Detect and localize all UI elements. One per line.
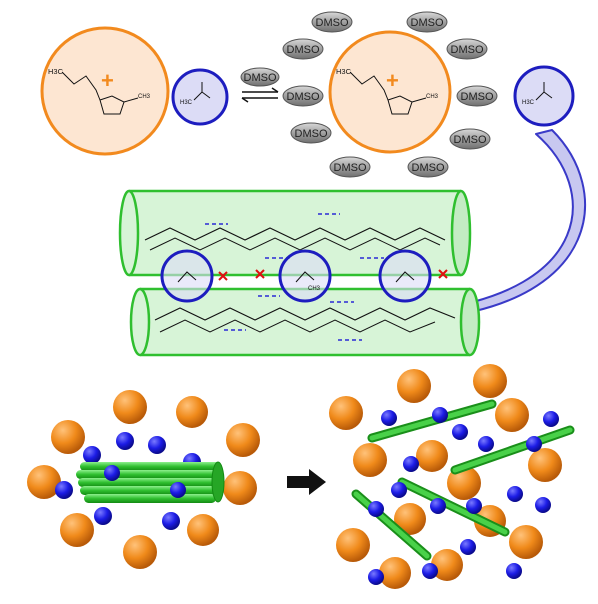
inserted-anion [160, 249, 214, 303]
cation-left-ch3-label: CH3 [138, 94, 151, 100]
inserted-anion-ch3-label: CH3 [308, 286, 321, 292]
cellulose-fiber-bundle [76, 461, 225, 503]
svg-text:DMSO: DMSO [461, 91, 494, 103]
dmso-molecule: DMSO [406, 11, 448, 33]
dmso-molecule: DMSO [329, 156, 371, 178]
svg-text:DMSO: DMSO [334, 162, 367, 174]
blue-spheres-on-bundle [104, 465, 186, 498]
cation-right: H3C CH3 + [328, 30, 452, 154]
equilibrium-arrows-icon: DMSO [240, 67, 280, 103]
right-arrow-icon [287, 469, 326, 495]
dmso-molecule: DMSO [290, 122, 332, 144]
dmso-label-equilibrium: DMSO [244, 72, 277, 84]
svg-text:DMSO: DMSO [287, 44, 320, 56]
cation-left-plus: + [101, 68, 114, 93]
inserted-anion: CH3 [278, 249, 332, 303]
svg-text:DMSO: DMSO [451, 44, 484, 56]
red-x-icon [438, 269, 448, 279]
svg-text:DMSO: DMSO [295, 128, 328, 140]
orange-spheres-right [329, 364, 562, 589]
cation-right-ch3-label: CH3 [426, 94, 439, 100]
red-x-icon [218, 271, 228, 281]
cation-right-plus: + [386, 68, 399, 93]
dmso-molecule: DMSO [311, 11, 353, 33]
cation-right-h3c-label: H3C [336, 67, 352, 76]
dmso-molecule: DMSO [282, 38, 324, 60]
anion-left: H3C [171, 68, 229, 126]
dmso-molecule: DMSO [449, 128, 491, 150]
anion-right-h3c-label: H3C [522, 100, 535, 106]
anion-right: H3C [513, 65, 575, 127]
svg-text:DMSO: DMSO [454, 134, 487, 146]
anion-left-h3c-label: H3C [180, 100, 193, 106]
svg-text:DMSO: DMSO [287, 91, 320, 103]
svg-text:DMSO: DMSO [411, 17, 444, 29]
dmso-molecule: DMSO [282, 85, 324, 107]
dmso-molecule: DMSO [456, 85, 498, 107]
svg-text:DMSO: DMSO [412, 162, 445, 174]
dmso-molecule: DMSO [446, 38, 488, 60]
svg-text:DMSO: DMSO [316, 17, 349, 29]
dmso-molecule: DMSO [407, 156, 449, 178]
orange-spheres-left [27, 390, 260, 569]
cellulose-single-chains [351, 399, 575, 561]
cation-left-h3c-label: H3C [48, 67, 64, 76]
blue-spheres-right [368, 407, 559, 585]
inserted-anion [378, 249, 432, 303]
dmso-shell: DMSO DMSO DMSO DMSO DMSO DMSO DMSO DMSO … [282, 11, 498, 178]
red-x-icon [255, 269, 265, 279]
cation-left: H3C CH3 + [40, 26, 170, 156]
